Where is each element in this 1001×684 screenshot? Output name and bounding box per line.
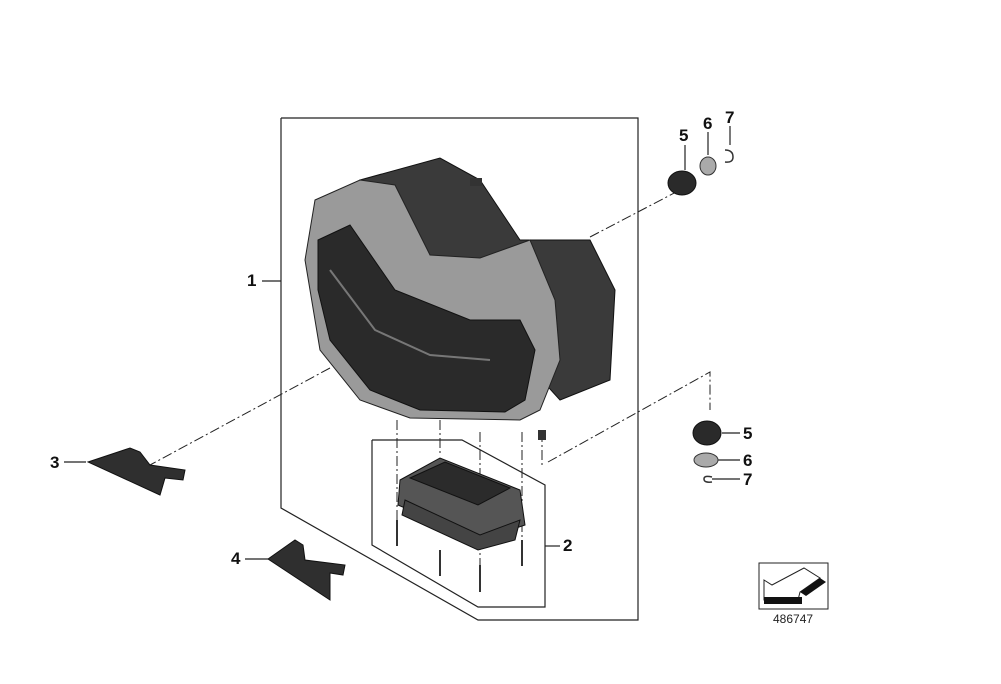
callout-7-top: 7 [725, 108, 735, 127]
frame-part-1 [280, 117, 639, 621]
callout-4: 4 [231, 549, 241, 568]
headlight-unit [304, 157, 616, 440]
leader-lines [64, 126, 740, 560]
control-module [396, 457, 526, 592]
cover-part-3 [86, 447, 186, 496]
orientation-arrow-icon [758, 562, 829, 610]
mounting-parts-top [667, 149, 734, 196]
assembly-frames [280, 117, 639, 621]
callout-2: 2 [563, 536, 573, 555]
callout-3: 3 [50, 453, 60, 472]
mounting-parts-bottom [692, 420, 722, 483]
callout-5-bottom: 5 [743, 424, 753, 443]
callout-5-top: 5 [679, 126, 689, 145]
callout-6-bottom: 6 [743, 451, 753, 470]
callout-1: 1 [247, 271, 257, 290]
cover-part-4 [267, 539, 346, 601]
callout-6-top: 6 [703, 114, 713, 133]
callout-7-bottom: 7 [743, 470, 753, 489]
diagram-number: 486747 [773, 612, 814, 626]
frame-part-2 [371, 439, 546, 608]
